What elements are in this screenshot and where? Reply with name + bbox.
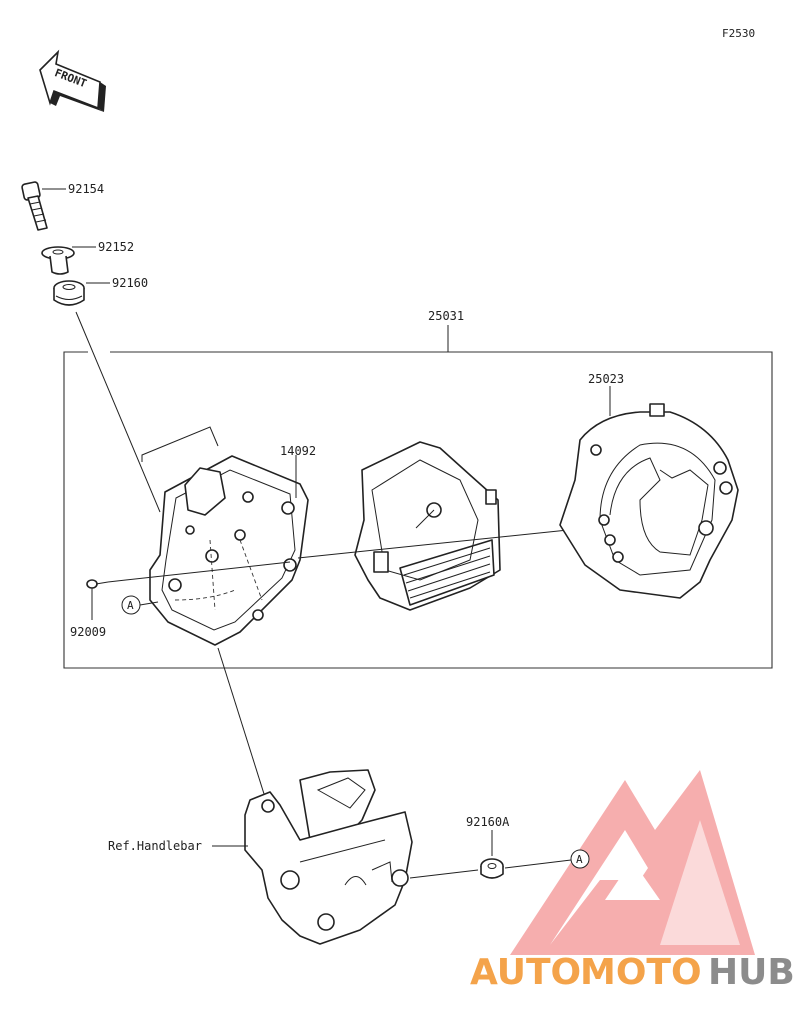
label-92152: 92152 (98, 240, 134, 254)
watermark-auto: AUTO (470, 952, 581, 993)
collar-92152 (41, 246, 75, 275)
callout-a-right (570, 849, 590, 869)
figure-code: F2530 (722, 27, 755, 40)
front-direction-arrow-icon: FRONT (39, 49, 106, 112)
meter-bracket (244, 769, 413, 945)
bolt-92154 (21, 181, 48, 231)
meter-cover-14092 (149, 455, 309, 646)
callout-a-left-label: A (127, 599, 134, 612)
watermark-wordmark: AUTO MOTO HUB (470, 952, 795, 993)
watermark-moto: MOTO (580, 952, 702, 993)
screw-92009 (86, 579, 109, 589)
assembly-box-25031 (63, 351, 773, 669)
label-ref-handlebar: Ref.Handlebar (108, 839, 202, 853)
watermark-triangle-logo (510, 770, 755, 955)
label-92009: 92009 (70, 625, 106, 639)
meter-front-25023 (559, 403, 739, 599)
label-92160a: 92160A (466, 815, 510, 829)
label-92154: 92154 (68, 182, 104, 196)
label-25023: 25023 (588, 372, 624, 386)
meter-unit (354, 441, 501, 611)
grommet-92160a (480, 858, 504, 879)
label-25031: 25031 (428, 309, 464, 323)
label-92160: 92160 (112, 276, 148, 290)
label-14092: 14092 (280, 444, 316, 458)
callout-a-right-label: A (576, 853, 583, 866)
watermark-hub: HUB (708, 952, 795, 993)
grommet-92160 (53, 280, 85, 306)
